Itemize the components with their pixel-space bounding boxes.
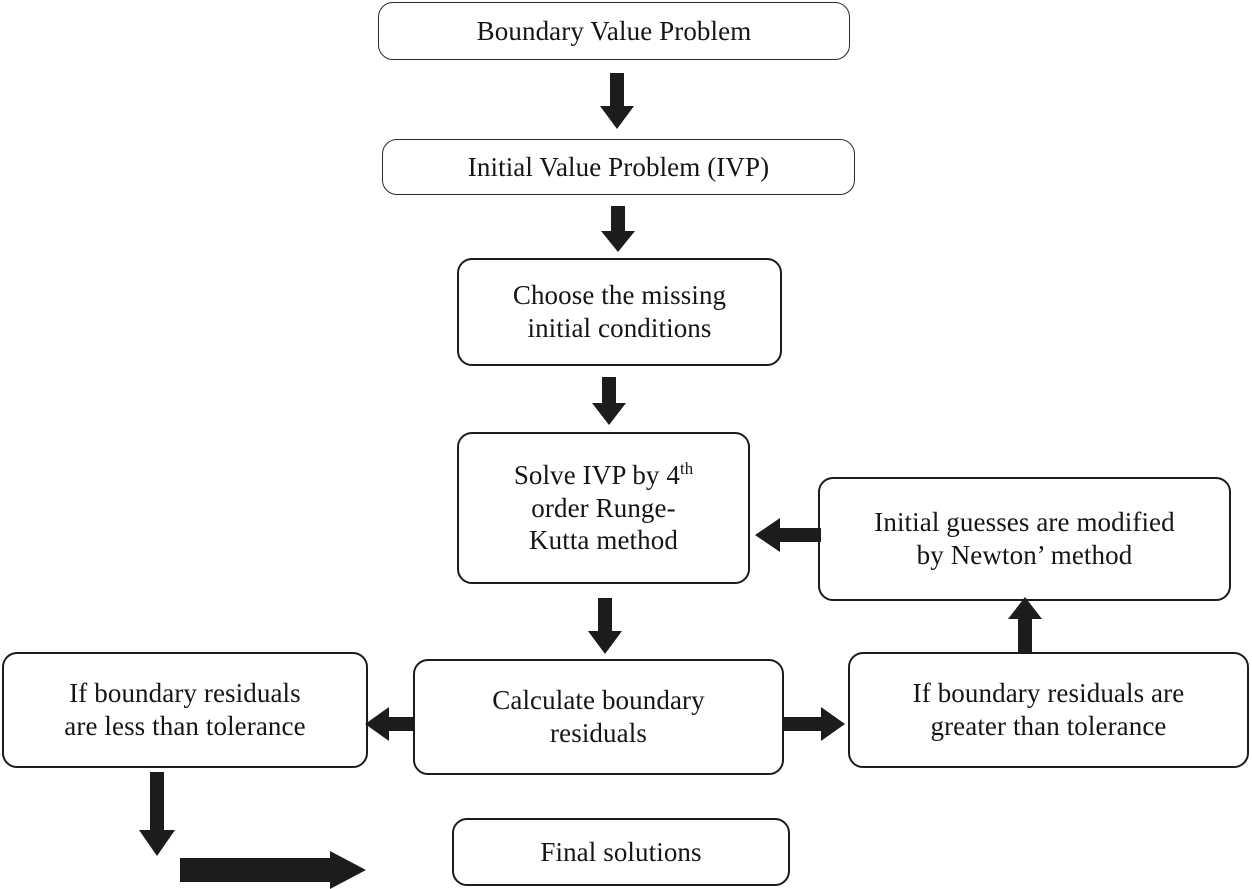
node-calculate-boundary-residuals: Calculate boundary residuals — [413, 659, 784, 775]
arrowhead-down — [588, 598, 622, 654]
node-initial-value-problem: Initial Value Problem (IVP) — [382, 139, 855, 195]
arrow-right-residuals-to-greater — [783, 707, 845, 741]
node-label: If boundary residuals are less than tole… — [64, 678, 306, 741]
arrow-right-to-final-solutions — [180, 851, 366, 889]
arrowhead-down — [592, 377, 626, 425]
node-label: Initial Value Problem (IVP) — [467, 151, 770, 182]
node-label: Solve IVP by 4th order Runge- Kutta meth… — [467, 459, 740, 558]
node-initial-guesses-newton: Initial guesses are modified by Newton’ … — [818, 477, 1231, 601]
node-solve-ivp-runge-kutta: Solve IVP by 4th order Runge- Kutta meth… — [457, 432, 750, 584]
arrowhead-right — [180, 851, 366, 889]
node-final-solutions: Final solutions — [452, 818, 790, 886]
node-label-part-2: order Runge- Kutta method — [529, 492, 678, 556]
node-residuals-greater-than-tolerance: If boundary residuals are greater than t… — [848, 652, 1249, 768]
arrowhead-down — [601, 206, 635, 252]
arrowhead-left — [365, 707, 415, 741]
arrowhead-left — [755, 518, 821, 552]
node-label: Final solutions — [540, 836, 702, 867]
arrow-left-residuals-to-less — [365, 707, 415, 741]
node-label: Boundary Value Problem — [476, 15, 752, 46]
arrow-down-ivp-to-choose — [601, 206, 635, 252]
arrow-down-less-to-final — [139, 772, 175, 856]
node-label-superscript: th — [679, 458, 694, 478]
arrowhead-down — [139, 772, 175, 856]
node-boundary-value-problem: Boundary Value Problem — [378, 2, 850, 60]
node-label: If boundary residuals are greater than t… — [912, 678, 1185, 741]
arrow-up-greater-to-newton — [1008, 597, 1042, 653]
node-label-part-1: Solve IVP by 4 — [513, 459, 680, 490]
node-label: Calculate boundary residuals — [492, 685, 705, 748]
arrow-down-solve-ivp-to-residuals — [588, 598, 622, 654]
arrowhead-up — [1008, 597, 1042, 653]
arrowhead-down — [600, 73, 634, 129]
arrow-left-newton-to-solve-ivp — [755, 518, 821, 552]
node-label: Initial guesses are modified by Newton’ … — [874, 507, 1175, 570]
arrow-down-choose-to-solve-ivp — [592, 377, 626, 425]
node-label: Choose the missing initial conditions — [512, 280, 727, 343]
arrowhead-right — [783, 707, 845, 741]
node-residuals-less-than-tolerance: If boundary residuals are less than tole… — [2, 652, 368, 768]
node-choose-missing-initial-conditions: Choose the missing initial conditions — [457, 258, 782, 366]
arrow-down-bvp-to-ivp — [600, 73, 634, 129]
